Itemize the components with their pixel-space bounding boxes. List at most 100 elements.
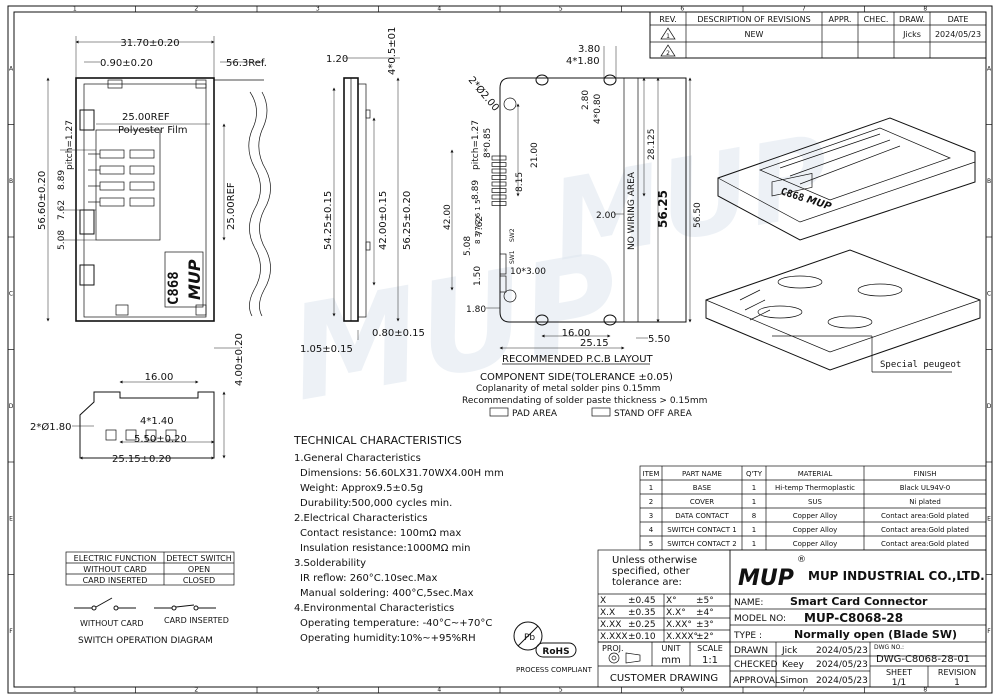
border-col-label: 7 <box>802 687 806 694</box>
pcb-dim-4x080: 4*0.80 <box>593 93 603 124</box>
draw-header: DRAW. <box>899 15 925 24</box>
tech-heading: 1.General Characteristics <box>294 453 421 464</box>
border-row-label: C <box>987 290 991 297</box>
tol-customer: CUSTOMER DRAWING <box>610 673 718 684</box>
border-row-label: E <box>9 515 13 522</box>
sheet-value: 1/1 <box>892 678 906 688</box>
top-view: C868 MUP 31.70±0.20 0.90±0.20 56.3Ref. 2… <box>37 36 353 355</box>
tech-line: Dimensions: 56.60LX31.70WX4.00H mm <box>300 468 504 479</box>
pcb-dim-5650: 56.50 <box>693 202 703 228</box>
bom-cell: 1 <box>649 484 653 492</box>
pcb-pad <box>491 162 507 167</box>
tolerance-cell: X.XX <box>600 620 621 630</box>
contact-pad <box>129 197 155 207</box>
pcb-sw2: SW2 <box>509 228 516 242</box>
top-dim-889: 8.89 <box>57 170 67 190</box>
rohs-label: RoHS <box>542 647 569 657</box>
drawn-date: 2024/05/23 <box>816 646 868 656</box>
registered-mark: ® <box>797 555 806 565</box>
tol-proj: PROJ. <box>602 644 624 653</box>
contact-pad <box>129 165 155 175</box>
tech-line: IR reflow: 260°C.10sec.Max <box>300 573 437 584</box>
model-label: MODEL NO: <box>734 614 786 624</box>
top-pitch: pitch=1.27 <box>65 120 75 170</box>
border-row-label: F <box>987 628 991 635</box>
tolerance-cell: ±3° <box>696 620 714 630</box>
dim-width-overall: 31.70±0.20 <box>120 38 179 49</box>
bom-cell: 3 <box>649 512 653 520</box>
tolerance-cell: ±0.25 <box>628 620 656 630</box>
product-type: Normally open (Blade SW) <box>794 628 957 641</box>
pcb-dim-16: 16.00 <box>562 328 591 339</box>
dim-film-ref: 25.00REF <box>122 112 170 123</box>
type-label: TYPE : <box>733 631 762 641</box>
switch-header-function: ELECTRIC FUNCTION <box>74 554 157 563</box>
rev-1: 1 <box>666 33 670 40</box>
bom-cell: Copper Alloy <box>793 526 838 534</box>
bom-cell: 4 <box>649 526 654 534</box>
tech-heading: 3.Solderability <box>294 558 366 569</box>
pcb-dim-280: 2.80 <box>581 90 591 110</box>
rohs-pb: Pb <box>524 633 535 643</box>
tech-line: Operating temperature: -40°C~+70°C <box>300 618 492 629</box>
switch-label-inserted: CARD INSERTED <box>164 616 229 625</box>
pcb-dim-550: 5.50 <box>648 334 670 345</box>
pcb-sw1: SW1 <box>509 250 516 264</box>
bom-header: ITEM <box>643 470 660 478</box>
legend-pad-swatch <box>489 407 509 417</box>
top-label-mup: MUP <box>185 259 204 300</box>
side-dim-120: 1.20 <box>326 54 348 65</box>
pcb-dim-200: 2.00 <box>596 211 616 221</box>
dim-height-overall: 56.60±0.20 <box>37 171 48 230</box>
tolerance-cell: ±0.45 <box>628 596 656 606</box>
bom-cell: 5 <box>649 540 653 548</box>
pcb-dim-889: 8.89 <box>471 180 481 200</box>
pcb-dim-150: 1.50 <box>473 266 483 286</box>
tolerance-cell: X.XXX <box>600 632 628 642</box>
tolerance-cell: ±2° <box>696 632 714 642</box>
border-row-label: B <box>987 178 991 185</box>
side-dim-080: 0.80±0.15 <box>372 328 425 339</box>
bom-header: Q'TY <box>746 470 763 478</box>
pcb-pitch: pitch=1.27 <box>471 120 481 170</box>
tolerance-cell: X.XXX° <box>666 632 698 642</box>
name-label: NAME: <box>734 598 763 608</box>
bom-cell: Ni plated <box>909 498 941 506</box>
tolerance-cell: ±5° <box>696 596 714 606</box>
chec-header: CHEC. <box>864 15 889 24</box>
pcb-dim-4x180: 4*1.80 <box>566 56 600 67</box>
pcb-dim-21: 21.00 <box>530 142 540 168</box>
tol-scale-label: SCALE <box>697 644 723 653</box>
border-row-label: C <box>9 290 13 297</box>
pcb-dim-42: 42.00 <box>443 204 453 230</box>
pcb-pad <box>491 194 507 200</box>
tol-intro-2: specified, other <box>612 566 691 577</box>
border-row-label: F <box>9 628 13 635</box>
tech-line: Insulation resistance:1000MΩ min <box>300 543 470 554</box>
tech-characteristics: TECHNICAL CHARACTERISTICS 1.General Char… <box>293 434 504 644</box>
bom-header: PART NAME <box>682 470 722 478</box>
rev-1-draw: Jicks <box>902 30 921 39</box>
switch-caption: SWITCH OPERATION DIAGRAM <box>78 636 213 646</box>
legend-standoff-swatch <box>591 407 611 417</box>
rev-triangle-icon <box>660 27 676 40</box>
rohs-logo: Pb RoHS PROCESS COMPLIANT <box>513 621 593 674</box>
pcb-dim-180: 1.80 <box>466 305 486 315</box>
border-row-label: E <box>987 515 991 522</box>
tech-line: Durability:500,000 cycles min. <box>300 498 452 509</box>
contact-pad <box>129 149 155 159</box>
tolerance-cell: ±4° <box>696 608 714 618</box>
film-label: Polyester Film <box>118 125 188 136</box>
tech-line: Contact resistance: 100mΩ max <box>300 528 461 539</box>
revision-value: 1 <box>954 678 960 688</box>
projection-icon <box>608 652 641 664</box>
border-row-label: D <box>9 403 14 410</box>
drawn-by: Jick <box>781 646 798 656</box>
pcb-dim-815: 8.15 <box>515 172 525 192</box>
bom-cell: Contact area:Gold plated <box>881 540 969 548</box>
border-row-label: B <box>9 178 13 185</box>
pcb-coplanarity: Coplanarity of metal solder pins 0.15mm <box>476 384 660 394</box>
switch-open-icon <box>74 597 136 611</box>
